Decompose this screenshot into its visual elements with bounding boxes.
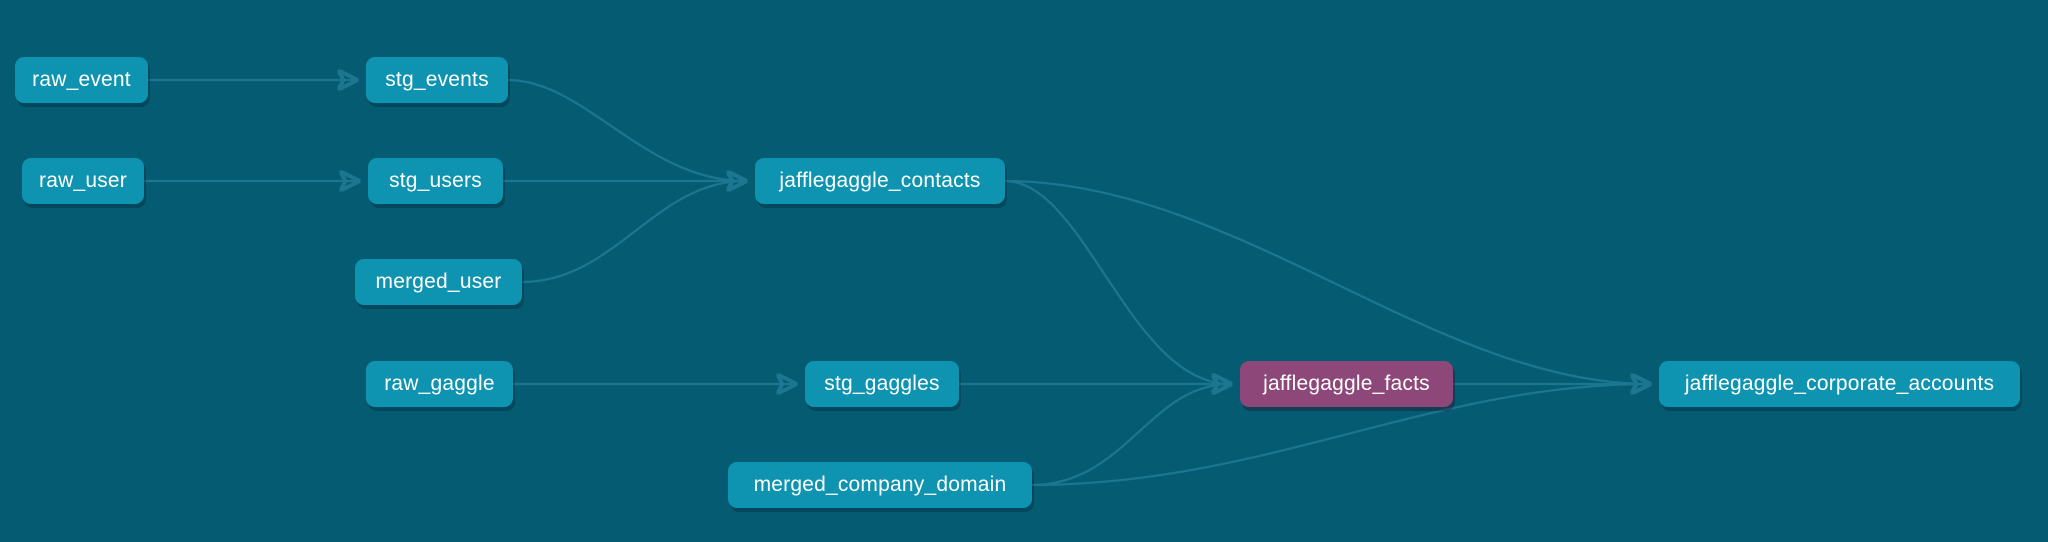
node-jafflegaggle_facts-highlighted[interactable]: jafflegaggle_facts — [1240, 361, 1453, 407]
edge-merged_user-jafflegaggle_contacts — [520, 181, 745, 284]
edge-merged_company_domain-jafflegaggle_facts — [1030, 384, 1230, 487]
node-jafflegaggle_contacts[interactable]: jafflegaggle_contacts — [755, 158, 1005, 204]
node-raw_gaggle[interactable]: raw_gaggle — [366, 361, 513, 407]
edge-jafflegaggle_contacts-jafflegaggle_corporate_accounts — [1003, 179, 1649, 384]
edge-merged_company_domain-jafflegaggle_corporate_accounts — [1030, 384, 1649, 487]
node-merged_company_domain[interactable]: merged_company_domain — [728, 462, 1032, 508]
node-stg_gaggles[interactable]: stg_gaggles — [805, 361, 959, 407]
node-stg_users[interactable]: stg_users — [368, 158, 503, 204]
node-raw_event[interactable]: raw_event — [15, 57, 148, 103]
node-jafflegaggle_corporate_accounts[interactable]: jafflegaggle_corporate_accounts — [1659, 361, 2020, 407]
node-stg_events[interactable]: stg_events — [366, 57, 508, 103]
node-raw_user[interactable]: raw_user — [22, 158, 144, 204]
node-merged_user[interactable]: merged_user — [355, 259, 522, 305]
edge-jafflegaggle_contacts-jafflegaggle_facts — [1003, 179, 1230, 384]
edge-stg_events-jafflegaggle_contacts — [506, 78, 745, 181]
